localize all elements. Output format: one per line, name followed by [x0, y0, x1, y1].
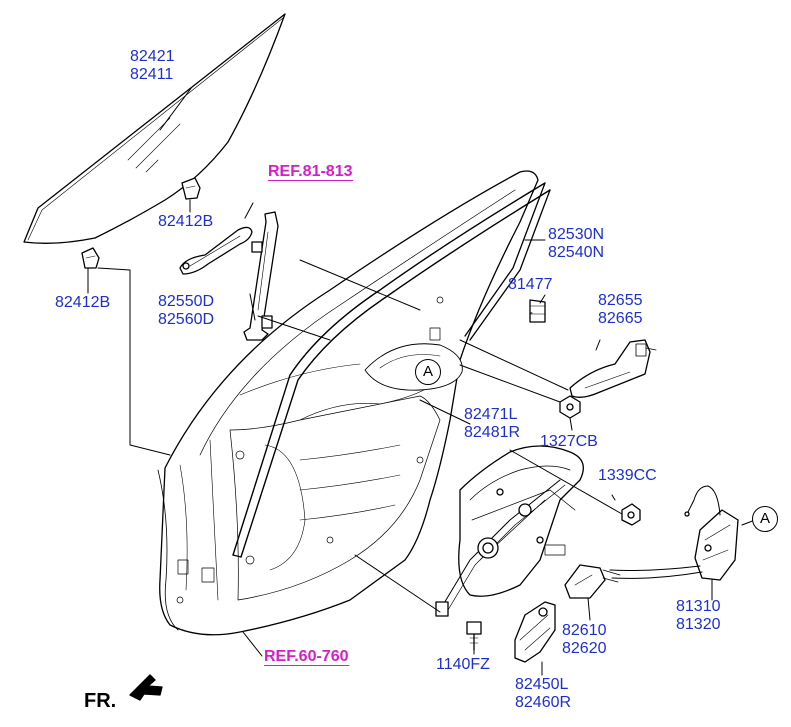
marker-a-panel: A: [415, 359, 441, 385]
label-latch-line2: 81320: [676, 616, 721, 633]
door-glass: [24, 14, 285, 243]
front-direction-arrow: [130, 675, 162, 700]
label-latch-line1: 81310: [676, 598, 721, 615]
front-direction-label: FR.: [84, 690, 117, 712]
label-glass-holder-lower[interactable]: 82412B: [55, 294, 111, 311]
ref-door-text: REF.60-760: [264, 648, 349, 666]
latch-part: [610, 486, 738, 580]
handle-base-part: [244, 212, 278, 340]
label-motor-line2: 82460R: [515, 694, 572, 711]
label-glass-line2: 82411: [130, 66, 174, 83]
label-inside-handle[interactable]: 82655 82665: [598, 292, 643, 328]
inside-handle-part: [570, 340, 656, 397]
label-handle-base-line1: 82550D: [158, 293, 215, 310]
label-handle-base-line2: 82560D: [158, 311, 215, 328]
label-bolt-1140[interactable]: 1140FZ: [436, 656, 490, 673]
label-bolt-81477[interactable]: 81477: [508, 276, 553, 293]
label-nut-1339[interactable]: 1339CC: [598, 467, 657, 484]
nut-1327cb-part: [560, 396, 580, 418]
label-glass-holder-upper[interactable]: 82412B: [158, 213, 214, 230]
window-regulator-part: [436, 446, 583, 616]
label-nut-1327[interactable]: 1327CB: [540, 433, 598, 450]
label-latch[interactable]: 81310 81320: [676, 598, 721, 634]
bolt-1140fz-part: [467, 622, 481, 650]
marker-a-latch: A: [752, 506, 778, 532]
label-motor[interactable]: 82450L 82460R: [515, 676, 571, 712]
label-inside-handle-line2: 82665: [598, 310, 643, 327]
label-glass[interactable]: 82421 82411: [130, 48, 175, 84]
label-channel-run-line1: 82530N: [548, 226, 605, 243]
label-glass-line1: 82421: [130, 48, 175, 65]
label-regulator[interactable]: 82471L 82481R: [464, 406, 520, 442]
leader-lines: [88, 87, 755, 675]
ref-outside-handle-text: REF.81-813: [268, 163, 353, 181]
glass-holder-lower-part: [82, 248, 99, 268]
label-inside-handle-line1: 82655: [598, 292, 643, 309]
switch-part: [565, 565, 620, 598]
glass-holder-upper-part: [182, 178, 200, 199]
label-regulator-line1: 82471L: [464, 406, 518, 423]
label-switch[interactable]: 82610 82620: [562, 622, 607, 658]
label-channel-run-line2: 82540N: [548, 244, 605, 261]
label-switch-line2: 82620: [562, 640, 607, 657]
ref-door[interactable]: REF.60-760: [264, 648, 349, 666]
ref-outside-handle[interactable]: REF.81-813: [268, 163, 353, 181]
label-channel-run[interactable]: 82530N 82540N: [548, 226, 604, 262]
bolt-81477-part: [530, 300, 545, 322]
label-switch-line1: 82610: [562, 622, 607, 639]
channel-run-part: [233, 183, 550, 557]
nut-1339cc-part: [622, 504, 640, 525]
label-motor-line1: 82450L: [515, 676, 569, 693]
outside-handle-part: [180, 227, 252, 274]
label-handle-base[interactable]: 82550D 82560D: [158, 293, 214, 329]
label-regulator-line2: 82481R: [464, 424, 521, 441]
motor-part: [515, 602, 555, 662]
